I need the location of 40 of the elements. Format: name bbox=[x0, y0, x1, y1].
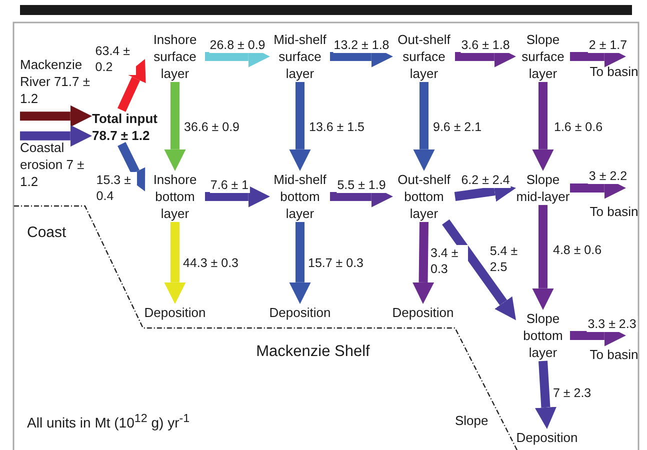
edge-label: 6.2 ± 2.4 bbox=[460, 172, 511, 188]
flux-arrow bbox=[442, 219, 516, 320]
flux-arrow bbox=[289, 82, 311, 171]
flux-node-label: Deposition bbox=[265, 304, 335, 321]
flux-arrow bbox=[164, 82, 186, 171]
flux-node-label: Mackenzie River 71.7 ± 1.2 bbox=[20, 56, 90, 107]
region-label: Mackenzie Shelf bbox=[256, 343, 370, 361]
flux-arrow bbox=[20, 125, 92, 147]
flux-node-label: To basin bbox=[588, 346, 640, 363]
flux-arrow bbox=[413, 82, 435, 171]
flux-arrow bbox=[532, 205, 554, 310]
flux-arrow bbox=[532, 82, 554, 171]
flux-node-label: Inshore surface layer bbox=[145, 31, 205, 82]
region-label: Coast bbox=[27, 224, 66, 241]
flux-arrow bbox=[118, 142, 146, 192]
edge-label: 3 ± 2.2 bbox=[588, 168, 628, 184]
flux-arrow bbox=[118, 59, 146, 112]
flux-arrow bbox=[412, 222, 434, 304]
flux-node-label: Total input 78.7 ± 1.2 bbox=[92, 110, 166, 144]
flux-node-label: Out-shelf bottom layer bbox=[393, 171, 455, 222]
flux-node-label: To basin bbox=[588, 63, 640, 80]
flux-node-label: Inshore bottom layer bbox=[145, 171, 205, 222]
flux-node-label: Slope bottom layer bbox=[516, 310, 570, 361]
flux-node-label: Deposition bbox=[388, 304, 458, 321]
flux-node-label: Slope mid-layer bbox=[516, 171, 570, 205]
flux-node-label: Out-shelf surface layer bbox=[393, 31, 455, 82]
region-label: Slope bbox=[455, 413, 488, 428]
flux-node-label: To basin bbox=[588, 203, 640, 220]
flux-arrow bbox=[205, 186, 270, 208]
flux-arrow bbox=[289, 222, 311, 304]
flux-node-label: Slope surface layer bbox=[516, 31, 570, 82]
flux-node-label: Deposition bbox=[512, 429, 582, 446]
flux-arrow bbox=[20, 105, 92, 127]
flux-node-label: Coastal erosion 7 ± 1.2 bbox=[20, 139, 90, 190]
flux-node-label: Deposition bbox=[140, 304, 210, 321]
flux-arrow bbox=[534, 360, 557, 429]
flux-node-label: Mid-shelf bottom layer bbox=[270, 171, 330, 222]
flux-arrow bbox=[164, 222, 186, 304]
flux-node-label: Mid-shelf surface layer bbox=[270, 31, 330, 82]
units-note: All units in Mt (10$^{12}$ g) yr$^{-1}$ bbox=[27, 412, 190, 431]
